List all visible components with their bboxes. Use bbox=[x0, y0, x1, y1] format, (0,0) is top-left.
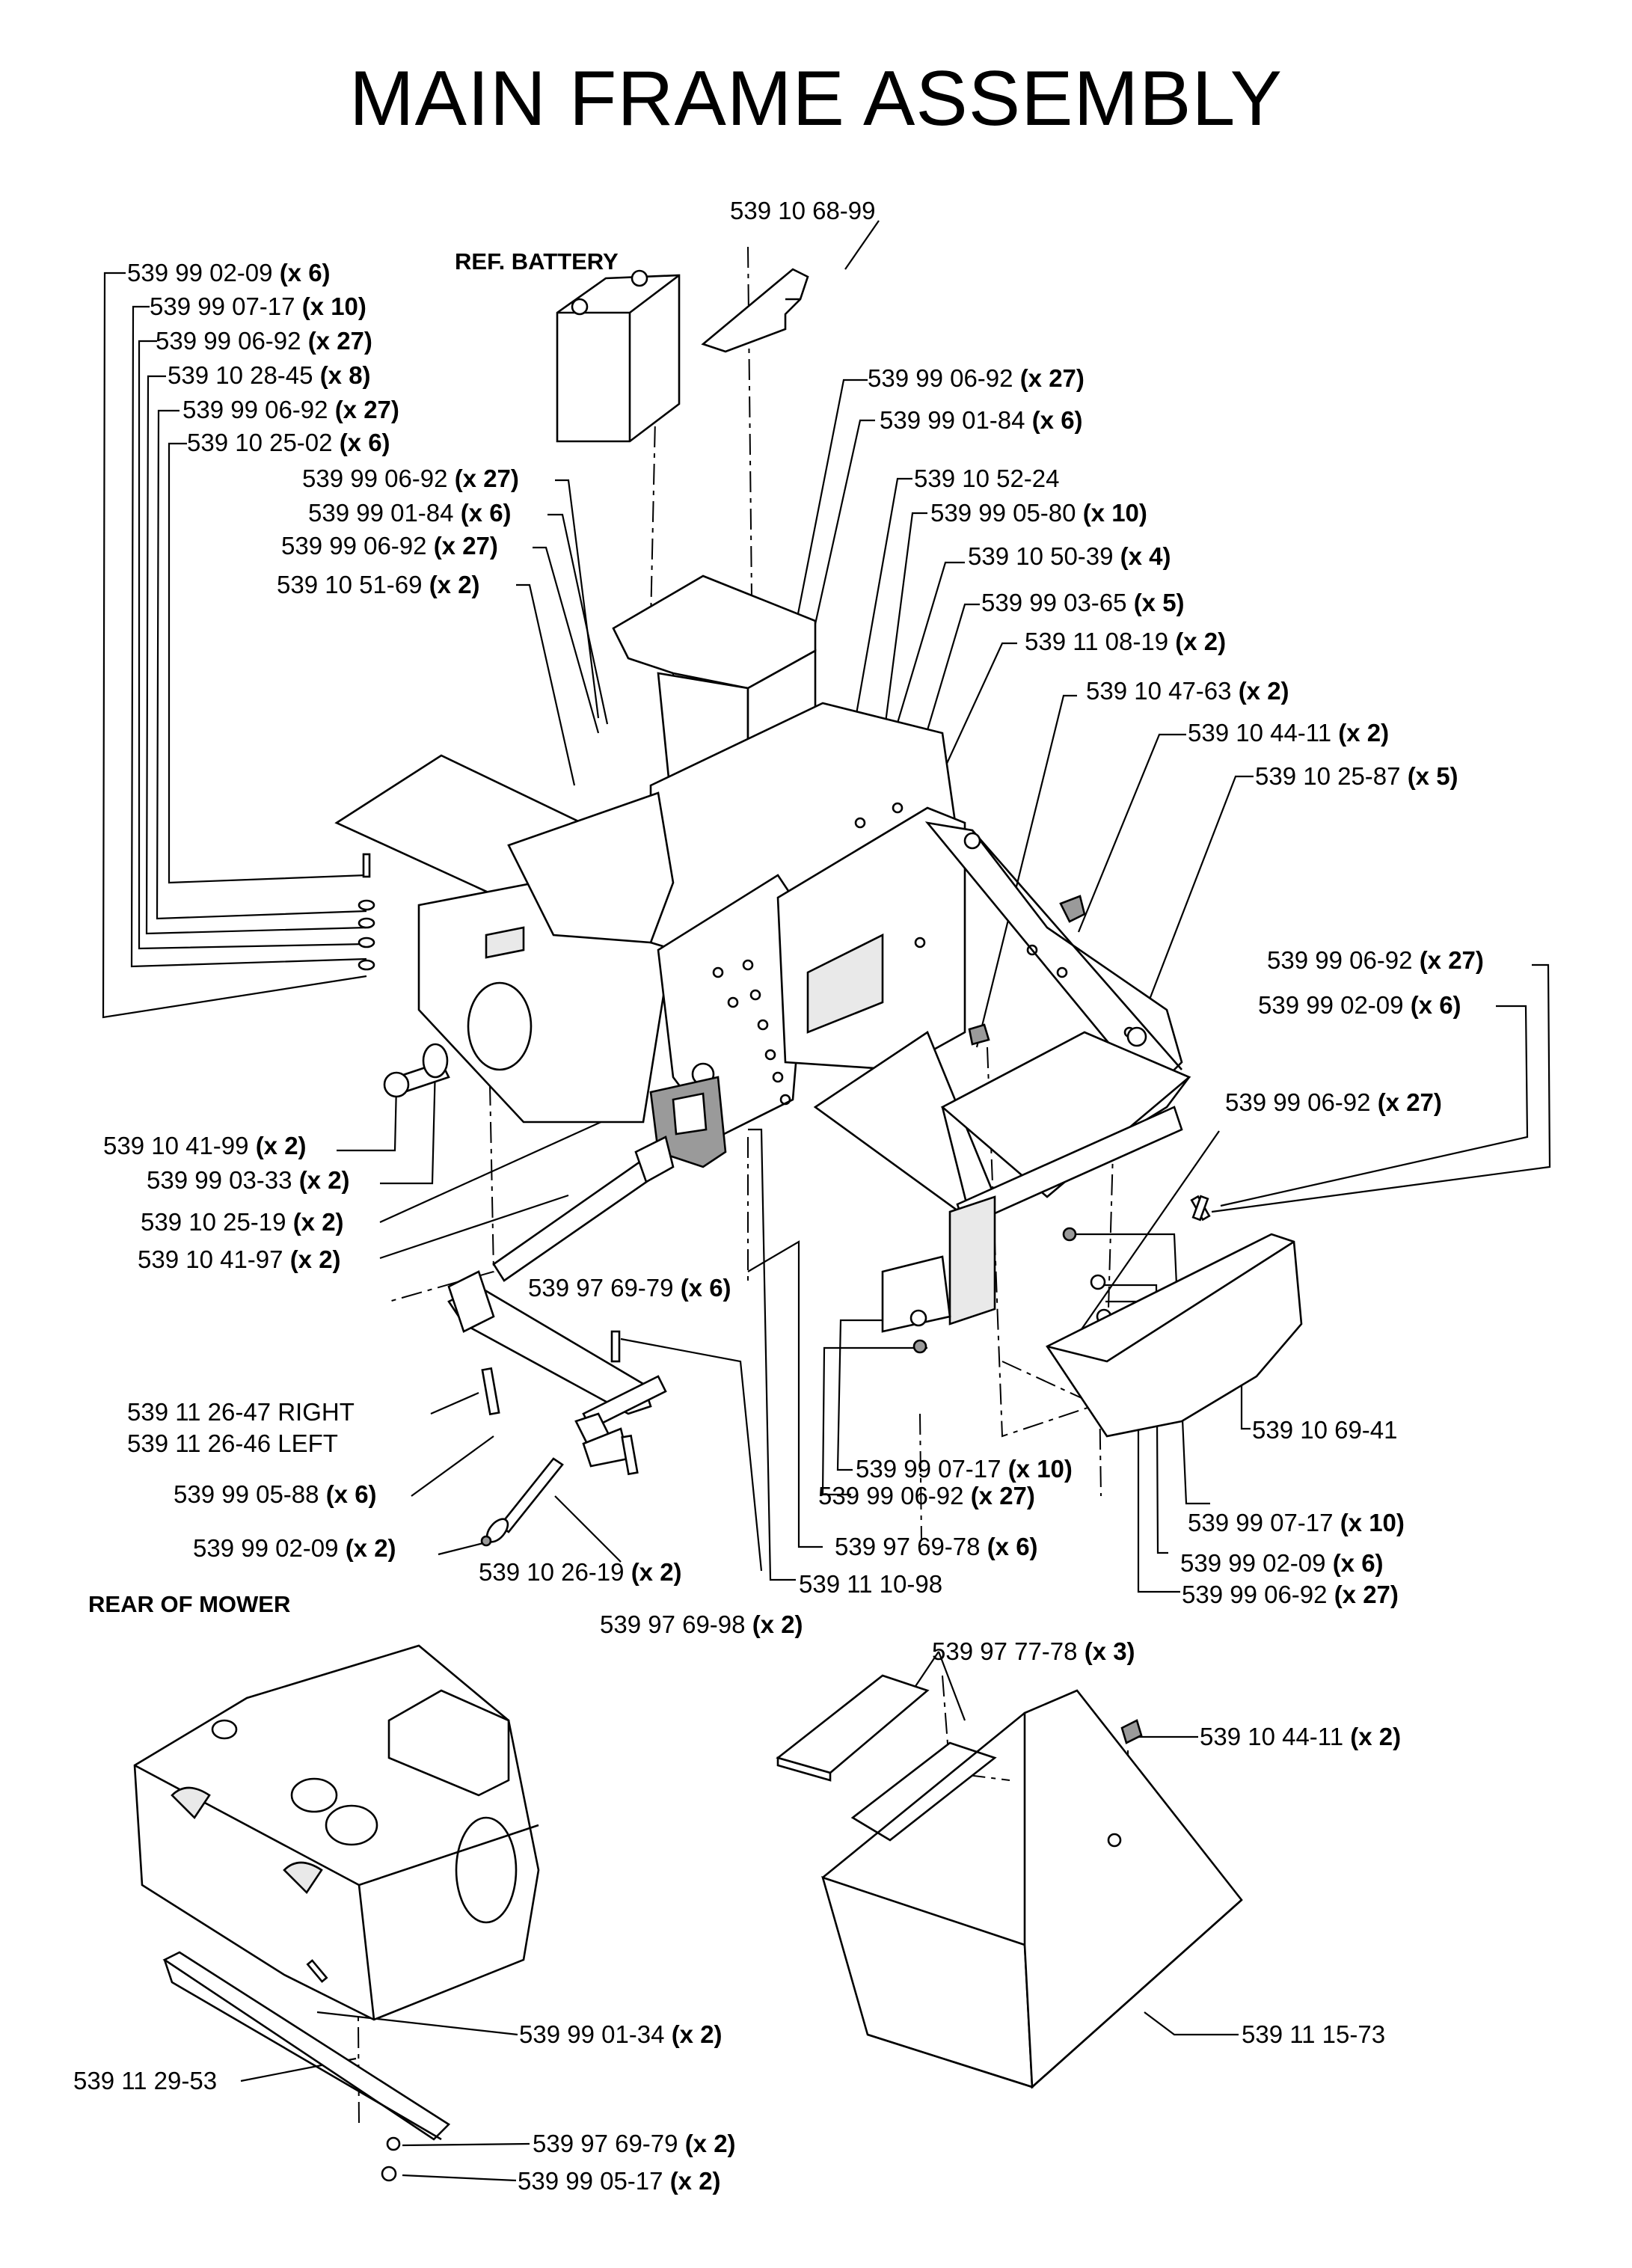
callout-539-99-02-09: 539 99 02-09 (x 6) bbox=[1180, 1549, 1384, 1577]
rear-bracket bbox=[162, 1951, 451, 2182]
main-frame bbox=[334, 574, 1191, 1333]
callout-539-99-05-88: 539 99 05-88 (x 6) bbox=[174, 1480, 377, 1508]
callout-539-99-06-92: 539 99 06-92 (x 27) bbox=[1225, 1088, 1442, 1116]
callout-539-97-77-78: 539 97 77-78 (x 3) bbox=[932, 1637, 1135, 1665]
callout-539-11-29-53: 539 11 29-53 bbox=[73, 2067, 218, 2094]
callout-539-10-28-45: 539 10 28-45 (x 8) bbox=[168, 361, 371, 389]
callout-539-99-03-33: 539 99 03-33 (x 2) bbox=[147, 1166, 350, 1194]
callout-539-10-50-39: 539 10 50-39 (x 4) bbox=[968, 542, 1171, 570]
rear-of-mower-label: REAR OF MOWER bbox=[88, 1591, 291, 1617]
callout-539-97-69-79: 539 97 69-79 (x 6) bbox=[528, 1274, 731, 1302]
battery bbox=[556, 269, 681, 443]
callout-539-99-02-09: 539 99 02-09 (x 2) bbox=[193, 1534, 396, 1562]
callout-539-99-07-17: 539 99 07-17 (x 10) bbox=[1188, 1509, 1405, 1536]
callout-539-99-05-80: 539 99 05-80 (x 10) bbox=[930, 499, 1147, 527]
skirt-panel bbox=[1046, 1195, 1303, 1438]
callout-539-99-06-92: 539 99 06-92 (x 27) bbox=[281, 532, 498, 560]
callout-539-10-44-11: 539 10 44-11 (x 2) bbox=[1188, 719, 1390, 747]
pivot-pin bbox=[480, 1457, 564, 1547]
callout-539-11-08-19: 539 11 08-19 (x 2) bbox=[1025, 628, 1227, 655]
callout-539-11-26-47-right: 539 11 26-47 RIGHT bbox=[127, 1398, 355, 1426]
callout-539-10-41-99: 539 10 41-99 (x 2) bbox=[103, 1132, 307, 1159]
rear-view bbox=[133, 1644, 540, 2021]
callout-539-99-07-17: 539 99 07-17 (x 10) bbox=[856, 1455, 1073, 1483]
callout-539-10-51-69: 539 10 51-69 (x 2) bbox=[277, 571, 480, 598]
page-title: MAIN FRAME ASSEMBLY bbox=[349, 55, 1283, 142]
callout-539-10-26-19: 539 10 26-19 (x 2) bbox=[479, 1558, 682, 1586]
callout-539-11-26-46-left: 539 11 26-46 LEFT bbox=[127, 1429, 338, 1457]
callout-539-99-06-92: 539 99 06-92 (x 27) bbox=[182, 396, 399, 423]
lift-arm bbox=[447, 1270, 667, 1476]
callout-539-10-44-11: 539 10 44-11 (x 2) bbox=[1200, 1723, 1402, 1750]
callout-539-99-01-84: 539 99 01-84 (x 6) bbox=[880, 406, 1083, 434]
callout-539-10-69-41: 539 10 69-41 bbox=[1252, 1416, 1398, 1444]
callout-539-99-06-92: 539 99 06-92 (x 27) bbox=[818, 1482, 1035, 1510]
callout-539-10-25-19: 539 10 25-19 (x 2) bbox=[141, 1208, 344, 1236]
callout-539-99-03-65: 539 99 03-65 (x 5) bbox=[981, 589, 1185, 616]
callout-539-10-47-63: 539 10 47-63 (x 2) bbox=[1086, 677, 1289, 705]
callout-539-97-69-98: 539 97 69-98 (x 2) bbox=[600, 1610, 803, 1638]
callout-539-99-06-92: 539 99 06-92 (x 27) bbox=[156, 327, 372, 355]
callout-539-99-01-84: 539 99 01-84 (x 6) bbox=[308, 499, 512, 527]
foot-tray bbox=[821, 1689, 1243, 2089]
callout-539-99-06-92: 539 99 06-92 (x 27) bbox=[1182, 1581, 1399, 1608]
callout-539-99-02-09: 539 99 02-09 (x 6) bbox=[1258, 991, 1461, 1019]
callout-539-99-06-92: 539 99 06-92 (x 27) bbox=[1267, 946, 1484, 974]
callout-539-97-69-79: 539 97 69-79 (x 2) bbox=[533, 2130, 736, 2157]
callout-539-99-06-92: 539 99 06-92 (x 27) bbox=[302, 465, 519, 492]
callout-539-11-10-98: 539 11 10-98 bbox=[799, 1570, 943, 1598]
callout-539-99-07-17: 539 99 07-17 (x 10) bbox=[150, 292, 366, 320]
callout-539-99-05-17: 539 99 05-17 (x 2) bbox=[518, 2167, 721, 2195]
callout-539-10-52-24: 539 10 52-24 bbox=[914, 465, 1060, 492]
floor-mats bbox=[776, 1674, 997, 1842]
callout-539-99-06-92: 539 99 06-92 (x 27) bbox=[868, 364, 1085, 392]
hardware bbox=[358, 832, 1211, 1354]
callout-539-10-25-87: 539 10 25-87 (x 5) bbox=[1255, 762, 1458, 790]
callout-539-10-68-99: 539 10 68-99 bbox=[730, 197, 876, 224]
callout-539-97-69-78: 539 97 69-78 (x 6) bbox=[835, 1533, 1038, 1560]
battery-reference-label: REF. BATTERY bbox=[455, 248, 619, 275]
top-bracket bbox=[701, 268, 809, 353]
callout-539-99-01-34: 539 99 01-34 (x 2) bbox=[519, 2020, 723, 2048]
callout-539-99-02-09: 539 99 02-09 (x 6) bbox=[127, 259, 331, 286]
callout-539-10-25-02: 539 10 25-02 (x 6) bbox=[187, 429, 390, 456]
leader-lines bbox=[102, 220, 1551, 2182]
callout-539-11-15-73: 539 11 15-73 bbox=[1242, 2020, 1386, 2048]
callout-539-10-41-97: 539 10 41-97 (x 2) bbox=[138, 1245, 341, 1273]
